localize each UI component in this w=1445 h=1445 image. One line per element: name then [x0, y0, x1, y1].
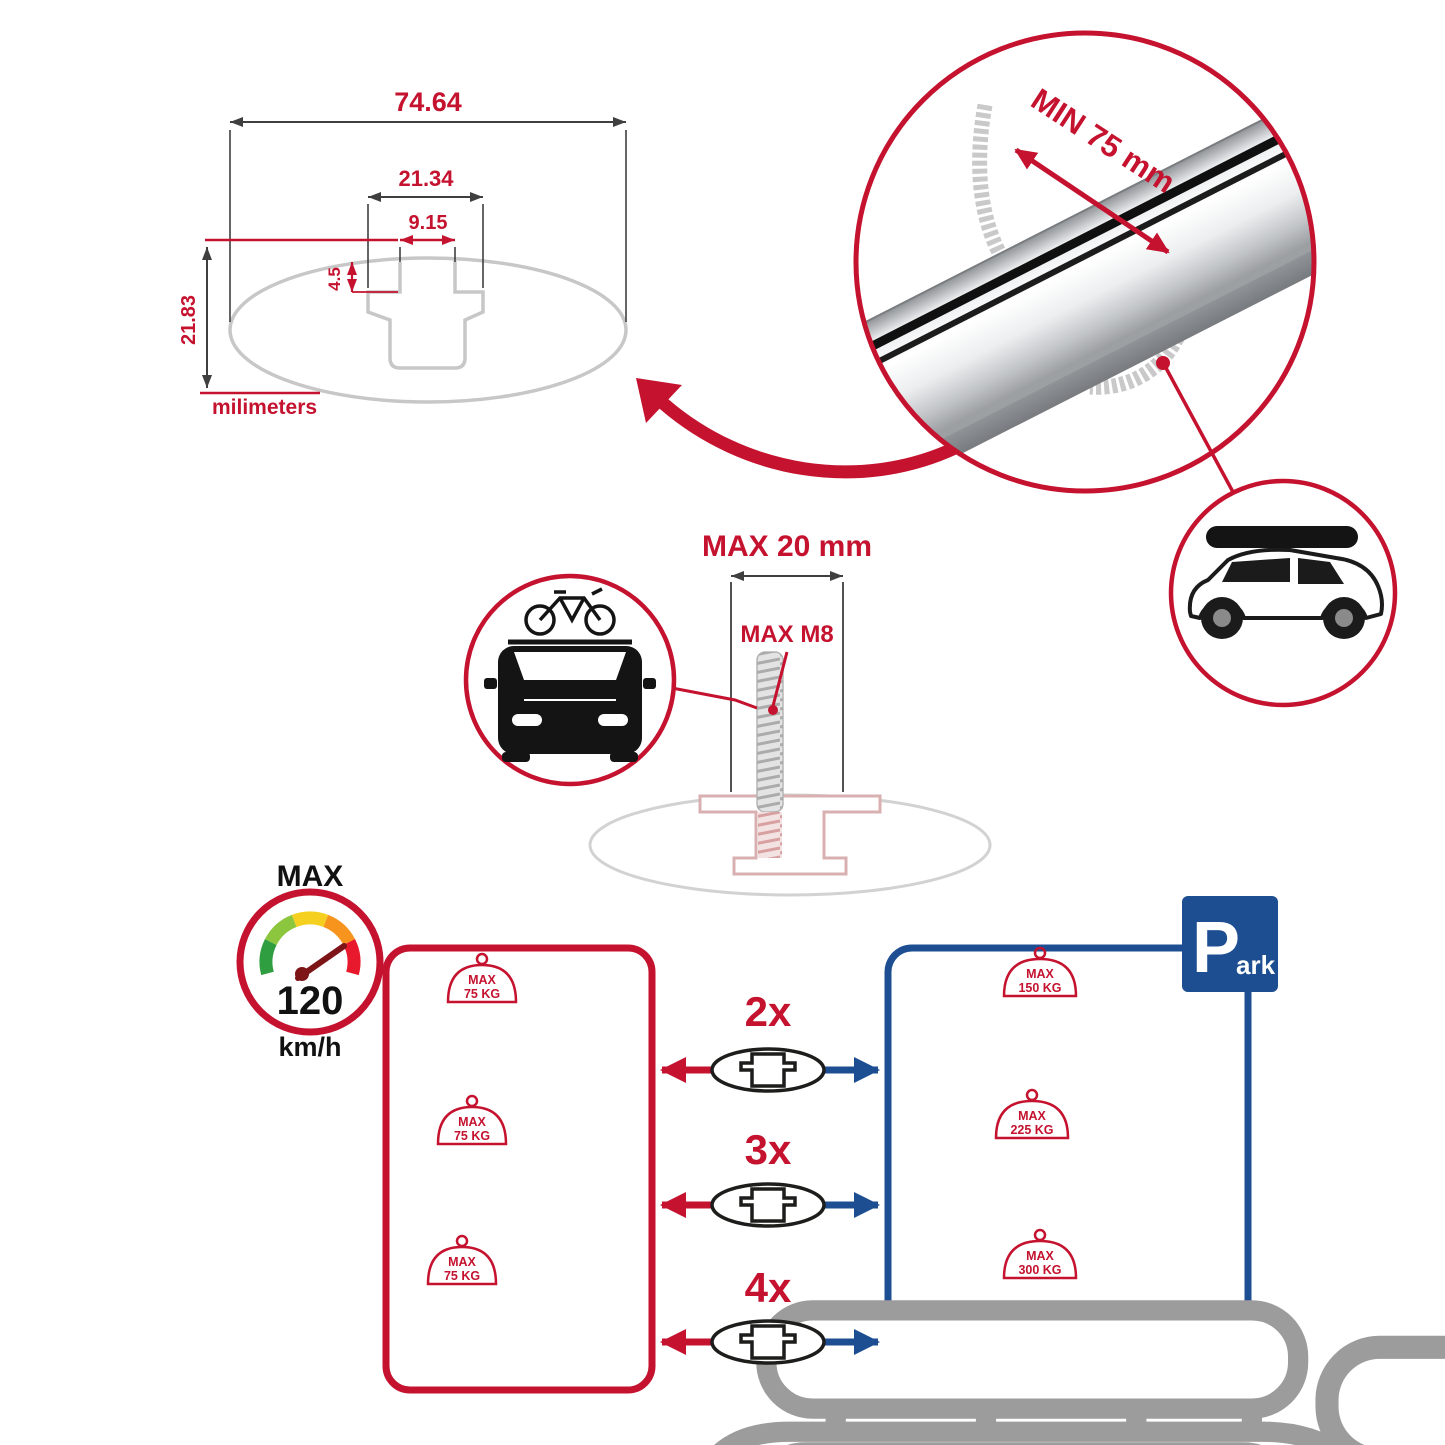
driving-load-panel — [382, 944, 656, 1394]
circle-leader-line — [671, 686, 758, 710]
badge-line2: 150 KG — [1018, 981, 1061, 995]
park-suffix: ark — [1236, 950, 1276, 980]
dim-lip-height-label: 4.5 — [325, 267, 344, 291]
dim-total-width-label: 74.64 — [394, 87, 462, 117]
clamp-rod-rear — [972, 103, 1009, 262]
badge-line1: MAX — [468, 973, 496, 987]
multiplier-2x: 2x — [745, 988, 792, 1035]
bolt-lower-threads — [758, 812, 782, 858]
car-front-icon — [484, 639, 656, 762]
park-letter: P — [1192, 908, 1240, 988]
callout-line — [1164, 367, 1235, 493]
speed-value: 120 — [277, 979, 344, 1023]
park-sign-board — [1182, 896, 1278, 992]
badge-line2: 300 KG — [1018, 1263, 1061, 1277]
car-front-bike-circle — [463, 573, 677, 787]
zoom-arrow — [636, 378, 962, 479]
crossbar-section-icon — [710, 1182, 826, 1228]
badge-line1: MAX — [1018, 1109, 1046, 1123]
speed-limit-gauge: MAX 120 km/h — [236, 860, 384, 1062]
bar-quantity-column: 2x 3x 4x — [660, 988, 880, 1365]
tslot-adapter — [698, 794, 882, 876]
badge-line2: 75 KG — [444, 1269, 480, 1283]
bolt-threads — [757, 652, 783, 812]
dim-channel-width-label: 21.34 — [398, 166, 454, 191]
badge-line1: MAX — [1026, 967, 1054, 981]
suv-roofbox-circle — [1168, 478, 1398, 708]
callout-dot — [1156, 356, 1170, 370]
gauge-hub — [295, 967, 309, 981]
speed-units: km/h — [278, 1032, 341, 1062]
load-badge: MAX 300 KG — [1002, 1228, 1078, 1280]
thread-leader-line — [771, 651, 789, 707]
callout-dot — [768, 705, 778, 715]
park-sign: P ark — [1182, 896, 1278, 992]
badge-line1: MAX — [458, 1115, 486, 1129]
badge-line2: 75 KG — [464, 987, 500, 1001]
bar-tslot-channel-outline — [366, 261, 485, 370]
crossbar-cross-section-drawing: 74.64 21.34 9.15 4.5 21.83 milimeters — [178, 87, 628, 419]
driving-cars: MAX 75 KG MAX 75 KG MAX 75 KG — [394, 952, 1445, 1445]
badge-line2: 225 KG — [1010, 1123, 1053, 1137]
dim-total-height-label: 21.83 — [178, 295, 200, 345]
multiplier-3x: 3x — [745, 1126, 792, 1173]
suv-roofbox-icon — [1187, 526, 1384, 639]
load-badge: MAX 75 KG — [436, 1094, 508, 1146]
units-label: milimeters — [212, 396, 317, 419]
max-width-label: MAX 20 mm — [702, 530, 872, 563]
badge-line1: MAX — [1026, 1249, 1054, 1263]
bar-detail-circle: MIN 75 mm — [853, 30, 1317, 494]
bolt-diagram: MAX 20 mm MAX M8 — [588, 530, 992, 897]
dim-slot-width-label: 9.15 — [409, 212, 448, 234]
speed-max-label: MAX — [277, 860, 344, 893]
crossbar-section-icon — [710, 1047, 826, 1093]
crossbar-section-icon — [710, 1319, 826, 1365]
multiplier-4x: 4x — [745, 1264, 792, 1311]
gauge-arc — [259, 911, 361, 976]
bar-profile-ellipse — [228, 256, 628, 404]
max-thread-label: MAX M8 — [740, 621, 833, 648]
detail-circle-ring — [853, 30, 1317, 494]
bike-icon — [524, 587, 616, 636]
load-badge: MAX 75 KG — [426, 1234, 498, 1286]
badge-line1: MAX — [448, 1255, 476, 1269]
min-span-arrow — [1014, 147, 1170, 255]
load-badge: MAX 150 KG — [1002, 946, 1078, 998]
badge-line2: 75 KG — [454, 1129, 490, 1143]
parked-cars: MAX 150 KG MAX 225 KG MAX 300 KG — [912, 946, 1445, 1445]
load-badge: MAX 75 KG — [446, 952, 518, 1004]
load-badge: MAX 225 KG — [994, 1088, 1070, 1140]
